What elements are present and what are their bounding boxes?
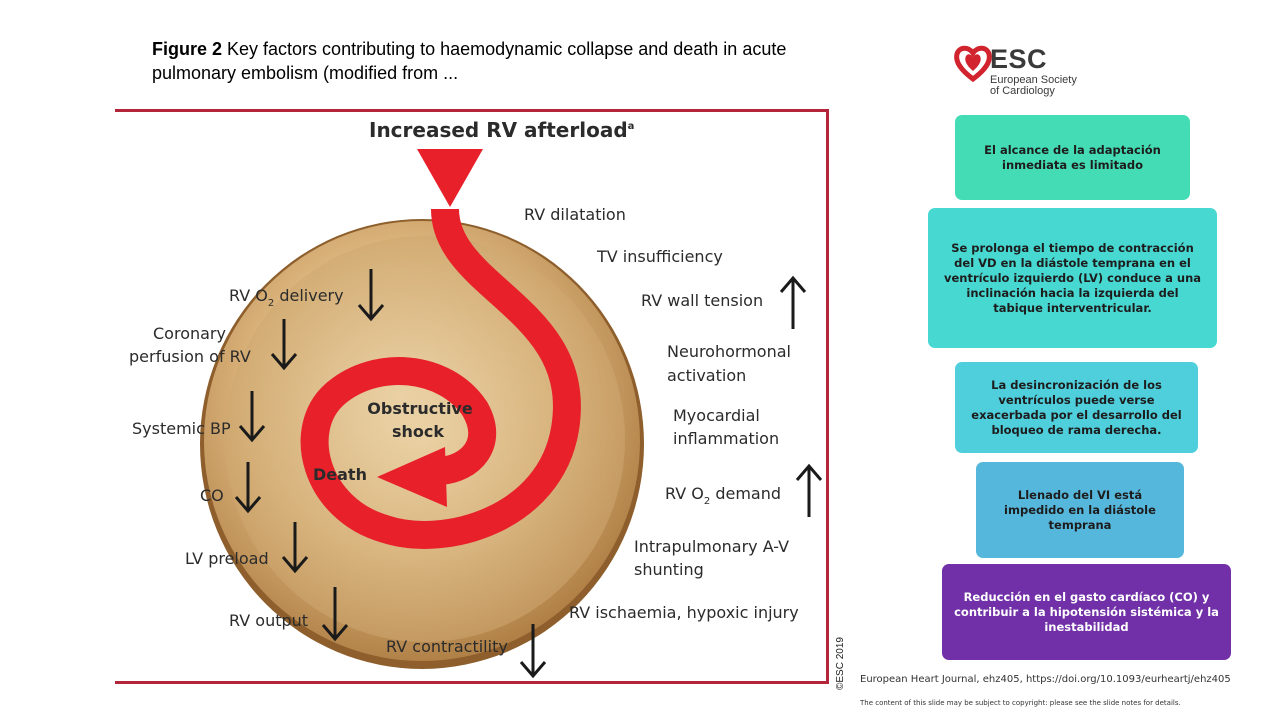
up-arrow-icon [795,463,823,517]
citation: European Heart Journal, ehz405, https://… [860,674,1231,685]
death-label: Death [313,465,367,484]
haemodynamic-collapse-diagram: Increased RV afterloada Obstructive shoc… [129,118,823,679]
esc-logo-name: ESC [990,44,1048,74]
center-bottom: shock [392,422,444,441]
esc-logo-full: European Society of Cardiology [990,75,1090,97]
down-arrow-icon [281,522,309,574]
copyright-notice: The content of this slide may be subject… [860,699,1181,707]
spiral-arrow [300,207,581,549]
label-coronary: Coronary [153,324,226,343]
label-rv-o2-delivery: RV O2 delivery [229,286,344,309]
copyright-label: ©ESC 2019 [835,637,846,690]
down-arrow-icon [321,587,349,642]
down-arrows [234,269,547,679]
esc-logo-line2: of Cardiology [990,85,1055,97]
esc-logo-line1: European Society [990,74,1077,86]
label-neurohormonal: Neurohormonal [667,342,791,361]
label-rv-wall-tension: RV wall tension [641,291,763,310]
esc-heart-logo-icon [954,45,992,83]
down-arrow-icon [238,391,266,443]
center-top: Obstructive [367,399,473,418]
diagram-header-text: Increased RV afterload [369,118,628,142]
label-rv-contractility: RV contractility [386,637,508,656]
label-inflammation: inflammation [673,429,779,448]
info-box-3: La desincronización de los ventrículos p… [955,362,1198,453]
down-arrow-icon [270,319,298,371]
info-box-1: El alcance de la adaptación inmediata es… [955,115,1190,200]
disc-inner [225,236,625,642]
label-rv-output: RV output [229,611,308,630]
label-lv-preload: LV preload [185,549,269,568]
up-arrows [779,275,823,517]
figure-caption: Key factors contributing to haemodynamic… [152,39,787,83]
info-box-5: Reducción en el gasto cardíaco (CO) y co… [942,564,1231,660]
label-shunting: shunting [634,560,704,579]
diagram-frame [115,109,829,684]
label-systemic-bp: Systemic BP [132,419,231,438]
label-activation: activation [667,366,746,385]
info-box-2: Se prolonga el tiempo de contracción del… [928,208,1217,348]
down-arrow-icon [519,624,547,679]
diagram-header: Increased RV afterloada [369,118,634,142]
label-rv-ischaemia: RV ischaemia, hypoxic injury [569,603,799,622]
info-box-4: Llenado del VI está impedido en la diást… [976,462,1184,558]
up-arrow-icon [779,275,807,329]
afterload-arrowhead [417,149,483,207]
label-rv-o2-demand: RV O2 demand [665,484,781,507]
diagram-header-sup: a [628,121,635,132]
figure-number: Figure 2 [152,39,223,59]
label-intrapulmonary: Intrapulmonary A-V [634,537,789,556]
label-perfusion: perfusion of RV [129,347,251,366]
down-arrow-icon [357,269,385,322]
figure-title: Figure 2 Key factors contributing to hae… [152,37,792,85]
spiral-arrowhead [377,447,447,507]
label-co: CO [200,486,224,505]
label-tv-insufficiency: TV insufficiency [596,247,723,266]
down-arrow-icon [234,462,262,514]
label-myocardial: Myocardial [673,406,760,425]
label-rv-dilatation: RV dilatation [524,205,626,224]
